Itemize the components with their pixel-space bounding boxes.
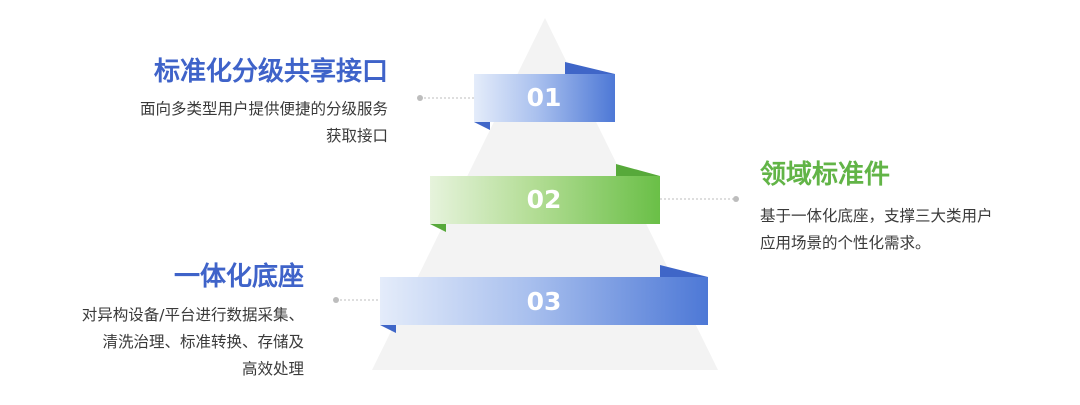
connector-01-dot: [417, 95, 423, 101]
band-03: [380, 277, 708, 325]
level-02-number: 02: [526, 185, 562, 214]
band-03-fold-top: [660, 265, 708, 277]
band-01-fold-top: [565, 62, 615, 74]
level-03-description-line-2: 清洗治理、标准转换、存储及: [102, 333, 304, 351]
level-03-description-line-1: 对异构设备/平台进行数据采集、: [81, 306, 304, 324]
level-02-title: 领域标准件: [760, 160, 891, 190]
level-01-description: 面向多类型用户提供便捷的分级服务 获取接口: [140, 96, 388, 150]
level-02-description-line-2: 应用场景的个性化需求。: [760, 234, 931, 252]
level-03-title: 一体化底座: [173, 262, 304, 292]
level-03-description-line-3: 高效处理: [241, 360, 304, 378]
band-01: [474, 74, 615, 122]
level-01-description-line-1: 面向多类型用户提供便捷的分级服务: [139, 100, 388, 118]
band-03-fold-bottom: [380, 325, 396, 333]
connector-03-dot: [333, 297, 339, 303]
band-01-fold-bottom: [474, 122, 490, 130]
connector-02-dot: [733, 196, 739, 202]
band-02-fold-top: [616, 164, 660, 176]
band-02-fold-bottom: [430, 224, 446, 232]
level-01-number: 01: [526, 83, 562, 112]
level-03-number: 03: [526, 287, 562, 316]
level-02-description-line-1: 基于一体化底座，支撑三大类用户: [760, 207, 993, 225]
level-03-description: 对异构设备/平台进行数据采集、 清洗治理、标准转换、存储及 高效处理: [82, 302, 304, 383]
level-01-description-line-2: 获取接口: [325, 127, 388, 145]
level-01-title: 标准化分级共享接口: [153, 57, 388, 87]
level-02-description: 基于一体化底座，支撑三大类用户 应用场景的个性化需求。: [760, 203, 993, 257]
band-02: [430, 176, 660, 224]
